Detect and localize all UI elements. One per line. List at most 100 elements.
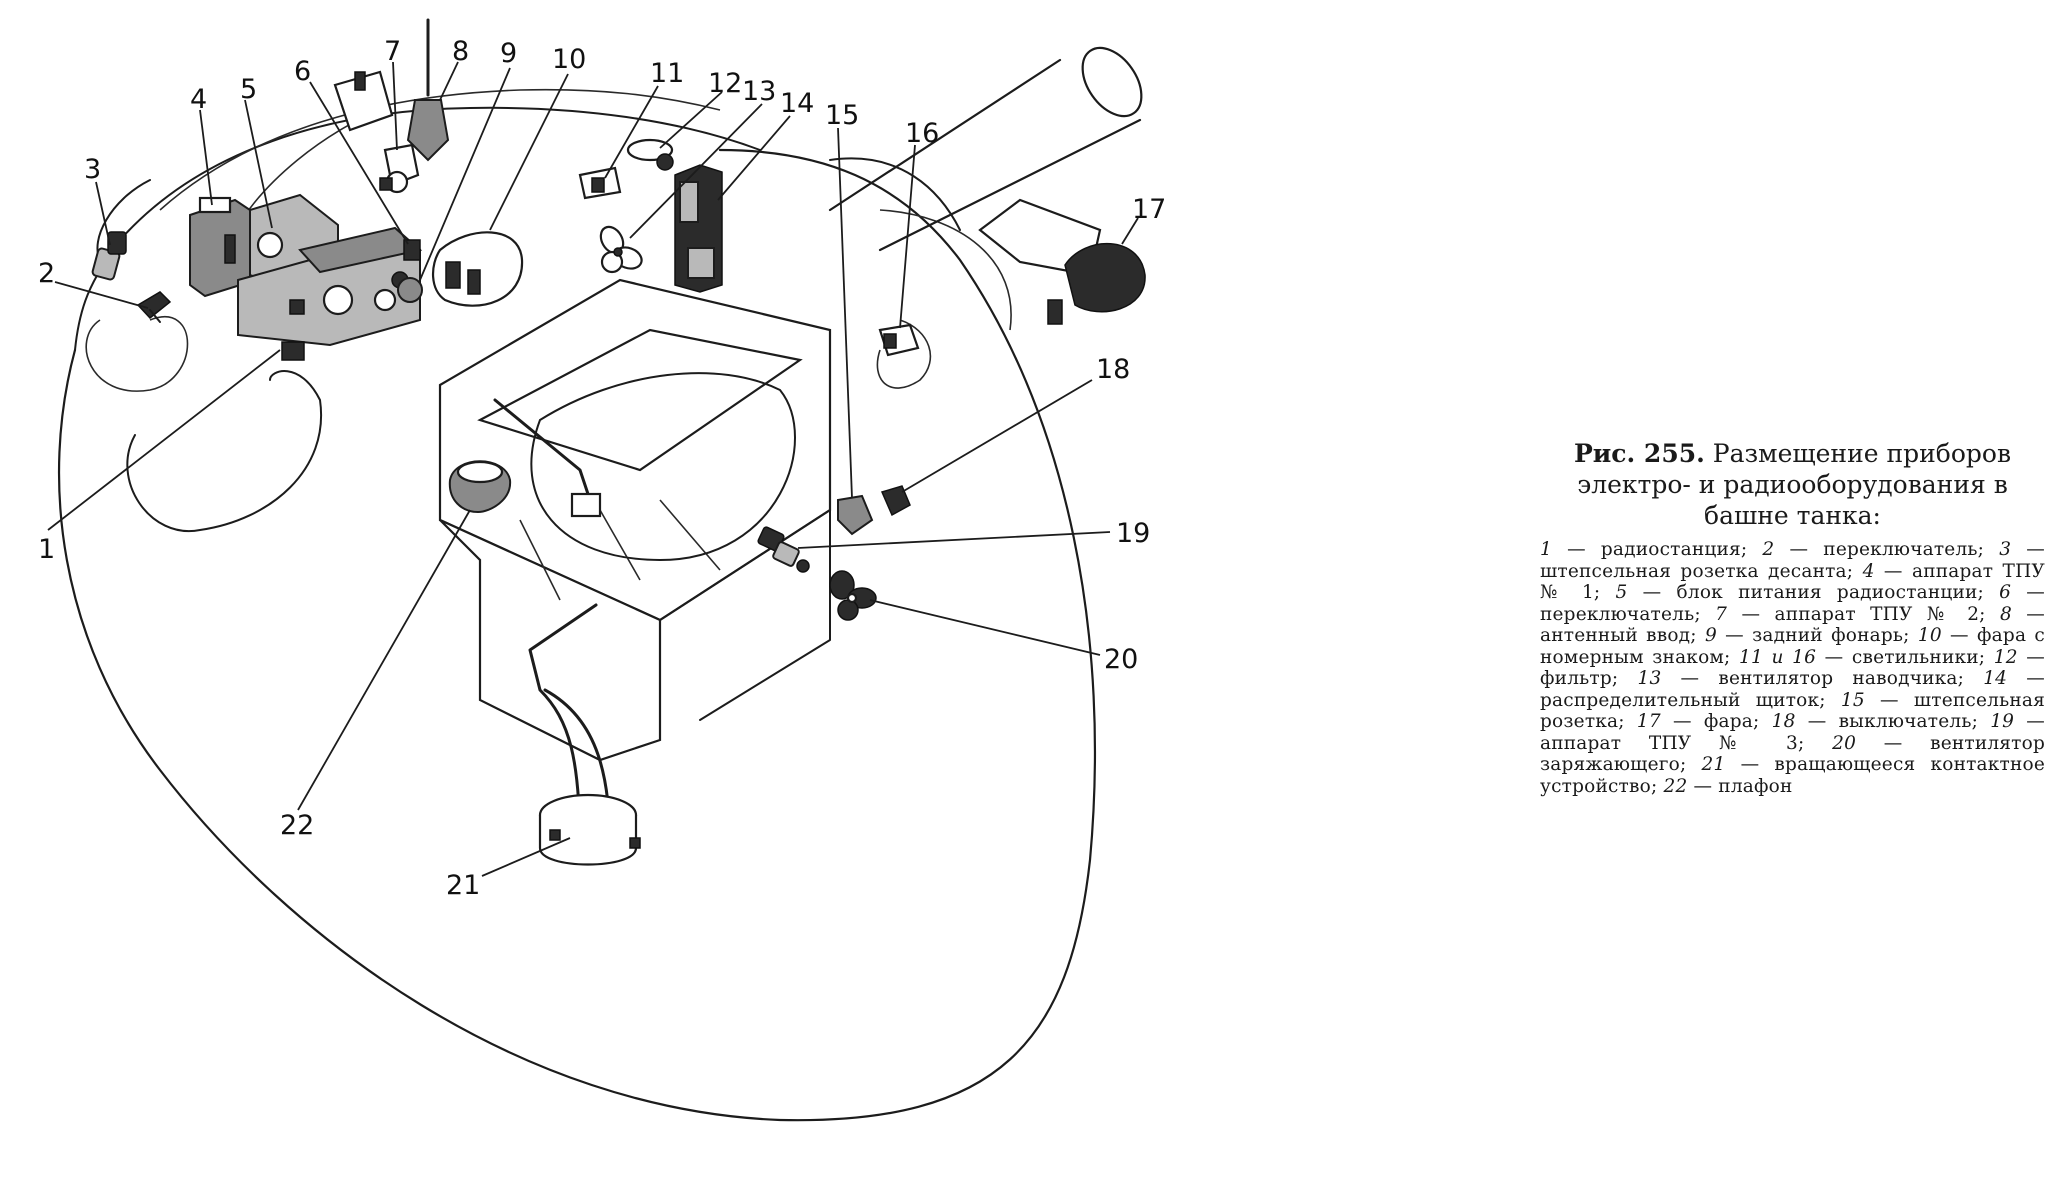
callout-12: 12 bbox=[708, 68, 742, 99]
legend-item-text: — задний фонарь; bbox=[1716, 625, 1918, 646]
legend-item-text: — фара; bbox=[1660, 711, 1772, 732]
callout-6: 6 bbox=[294, 56, 311, 87]
legend-item-text: — вращающееся контактное устройство; bbox=[1540, 754, 2046, 797]
light-11 bbox=[578, 166, 622, 200]
legend-item-number: 17 bbox=[1636, 711, 1661, 732]
callout-1: 1 bbox=[38, 534, 55, 565]
socket-15 bbox=[837, 494, 874, 536]
socket-3 bbox=[91, 231, 127, 281]
figure-title: Размещение приборов электро- и радиообор… bbox=[1577, 439, 2012, 530]
gunner-fan bbox=[599, 225, 643, 274]
legend-item-text: — аппарат ТПУ № 3; bbox=[1540, 711, 2045, 754]
caption-title: Рис. 255. Размещение приборов электро- и… bbox=[1540, 438, 2045, 531]
callout-20: 20 bbox=[1104, 644, 1138, 675]
leader-lines bbox=[47, 61, 1139, 877]
callout-14: 14 bbox=[780, 88, 814, 119]
callout-10: 10 bbox=[552, 44, 586, 75]
headlight-17 bbox=[978, 198, 1146, 325]
legend-item-number: 5 bbox=[1615, 582, 1628, 603]
legend-item-text: — фильтр; bbox=[1540, 646, 2045, 690]
callout-22: 22 bbox=[280, 810, 314, 841]
ceiling-lamp bbox=[448, 460, 512, 514]
legend-item-text: — переключатель; bbox=[1540, 582, 2045, 625]
legend-item-text: — блок питания радиостанции; bbox=[1627, 582, 2000, 603]
gun-barrel bbox=[828, 58, 1142, 252]
rear-lamp bbox=[397, 277, 423, 303]
filter-12 bbox=[626, 138, 674, 171]
callout-16: 16 bbox=[905, 118, 939, 149]
cable-loop-small bbox=[85, 316, 189, 392]
legend-item-number: 9 bbox=[1704, 625, 1717, 646]
legend-item-number: 15 bbox=[1840, 689, 1865, 711]
distribution-panel bbox=[674, 164, 723, 293]
rotary-contact-device bbox=[538, 793, 641, 866]
legend-item-text: — переключатель; bbox=[1774, 539, 2000, 560]
legend-item-text: — антенный ввод; bbox=[1540, 603, 2046, 647]
legend-item-text: — радиостанция; bbox=[1551, 539, 1763, 560]
callout-11: 11 bbox=[650, 58, 684, 89]
callout-7: 7 bbox=[384, 36, 401, 67]
callout-17: 17 bbox=[1132, 194, 1166, 225]
callout-8: 8 bbox=[452, 36, 469, 67]
turret-outline bbox=[58, 148, 1097, 1122]
callout-labels: 1 2 3 4 5 6 7 8 9 10 11 12 13 14 15 16 1… bbox=[38, 36, 1166, 901]
gun-mount-arc bbox=[829, 157, 961, 231]
legend-item-text: — аппарат ТПУ № 2; bbox=[1727, 603, 2000, 625]
legend-item-number: 2 bbox=[1762, 539, 1775, 560]
cable-right bbox=[876, 319, 932, 389]
callout-18: 18 bbox=[1096, 354, 1130, 385]
legend-item-text: — светильники; bbox=[1816, 646, 1994, 668]
legend-item-number: 21 bbox=[1701, 754, 1726, 775]
tpu-3 bbox=[757, 526, 810, 573]
legend-item-text: — выключатель; bbox=[1795, 711, 1991, 732]
figure-number: Рис. 255. bbox=[1573, 439, 1705, 468]
legend-item-number: 18 bbox=[1771, 711, 1796, 732]
legend-item-number: 3 bbox=[1999, 539, 2012, 560]
callout-13: 13 bbox=[742, 76, 776, 107]
light-16 bbox=[878, 323, 920, 357]
callout-4: 4 bbox=[190, 84, 207, 115]
legend-item-number: 6 bbox=[1999, 582, 2012, 603]
legend-item-text: — вентилятор наводчика; bbox=[1661, 668, 1984, 689]
legend-item-text: — плафон bbox=[1687, 775, 1793, 797]
legend-item-number: 11 и 16 bbox=[1738, 646, 1817, 668]
callout-9: 9 bbox=[500, 38, 517, 69]
legend-item-number: 8 bbox=[1999, 603, 2012, 625]
legend-item-number: 22 bbox=[1663, 775, 1688, 797]
cable-loop-left bbox=[126, 370, 323, 533]
callout-15: 15 bbox=[825, 100, 859, 131]
callout-19: 19 bbox=[1116, 518, 1150, 549]
legend-item-text: — фара с номерным знаком; bbox=[1540, 625, 2045, 668]
legend-item-number: 14 bbox=[1983, 668, 2008, 689]
legend-item-number: 20 bbox=[1832, 732, 1857, 754]
legend-item-text: — аппарат ТПУ № 1; bbox=[1540, 560, 2045, 604]
switch-2 bbox=[136, 291, 172, 323]
legend-item-text: — штепсельная розетка десанта; bbox=[1540, 539, 2046, 582]
tpu-2 bbox=[379, 143, 420, 194]
radio-station bbox=[237, 226, 423, 361]
legend-item-number: 12 bbox=[1993, 646, 2018, 668]
callout-3: 3 bbox=[84, 154, 101, 185]
legend-item-text: — штепсельная розетка; bbox=[1540, 689, 2045, 733]
legend-item-number: 1 bbox=[1540, 539, 1552, 560]
gun-breech bbox=[438, 278, 832, 762]
legend-item-text: — распределительный щиток; bbox=[1540, 668, 2045, 711]
sight-top bbox=[333, 70, 394, 132]
legend-item-number: 19 bbox=[1990, 711, 2015, 732]
legend-item-number: 7 bbox=[1715, 603, 1728, 625]
turret-rim-inner bbox=[159, 88, 721, 211]
callout-5: 5 bbox=[240, 74, 257, 105]
switch-18 bbox=[880, 485, 911, 517]
switch-6 bbox=[403, 239, 421, 261]
turret-wiring-diagram: 1 2 3 4 5 6 7 8 9 10 11 12 13 14 15 16 1… bbox=[38, 18, 1166, 1122]
callout-2: 2 bbox=[38, 258, 55, 289]
gun-muzzle bbox=[1081, 46, 1143, 118]
legend-item-number: 10 bbox=[1917, 625, 1942, 646]
legend-item-number: 13 bbox=[1637, 668, 1662, 689]
antenna-input bbox=[406, 18, 450, 162]
loader-fan bbox=[829, 570, 877, 621]
plate-headlight bbox=[432, 231, 524, 307]
legend-item-number: 4 bbox=[1862, 560, 1875, 582]
figure-caption: Рис. 255. Размещение приборов электро- и… bbox=[1540, 438, 2045, 797]
turret-top-rim bbox=[119, 106, 761, 241]
